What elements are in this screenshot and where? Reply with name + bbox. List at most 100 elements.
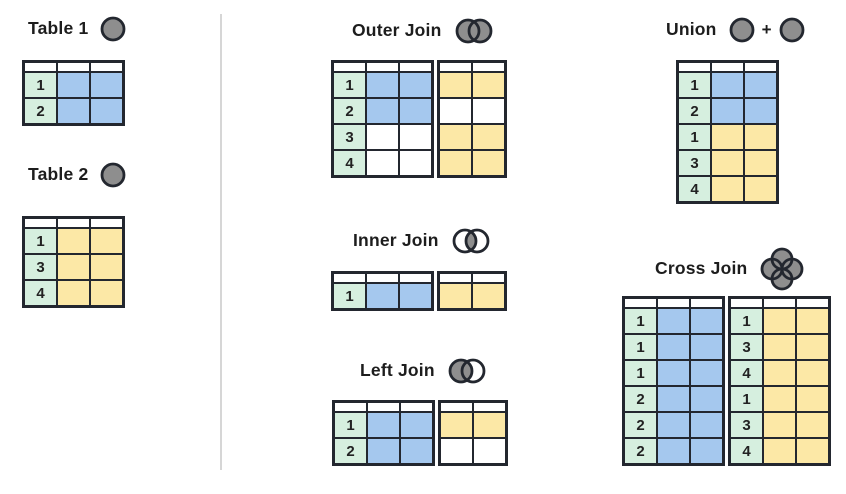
value-cell — [656, 437, 691, 466]
value-cell — [471, 123, 507, 151]
header-cell — [398, 271, 434, 284]
value-cell — [365, 123, 400, 151]
key-cell: 4 — [331, 149, 367, 178]
value-cell — [710, 123, 745, 151]
table1-heading: Table 1 — [28, 15, 127, 43]
value-cell — [89, 227, 125, 255]
value-cell — [689, 437, 725, 466]
header-cell — [472, 400, 508, 413]
key-cell: 1 — [622, 307, 658, 335]
header-cell — [471, 60, 507, 73]
header-cell — [437, 60, 473, 73]
value-cell — [689, 411, 725, 439]
header-cell — [56, 60, 91, 73]
value-cell — [365, 71, 400, 99]
value-cell — [743, 123, 779, 151]
data-grid: 1 — [331, 271, 434, 311]
key-cell: 1 — [728, 385, 764, 413]
header-cell — [366, 400, 401, 413]
four-circle-cluster-icon — [761, 247, 804, 291]
value-cell — [689, 307, 725, 335]
union-heading: Union + — [666, 16, 806, 44]
value-cell — [795, 333, 831, 361]
value-cell — [437, 71, 473, 99]
value-cell — [398, 282, 434, 311]
value-cell — [398, 149, 434, 178]
value-cell — [437, 97, 473, 125]
header-cell — [438, 400, 474, 413]
value-cell — [437, 123, 473, 151]
value-cell — [366, 437, 401, 466]
key-cell: 2 — [332, 437, 368, 466]
table2-heading: Table 2 — [28, 161, 127, 189]
value-cell — [366, 411, 401, 439]
inner-join-heading: Inner Join — [353, 227, 492, 255]
value-cell — [656, 359, 691, 387]
value-cell — [398, 71, 434, 99]
left-join-heading: Left Join — [360, 357, 488, 385]
value-cell — [365, 282, 400, 311]
value-cell — [438, 411, 474, 439]
value-cell — [56, 279, 91, 308]
key-cell: 1 — [622, 333, 658, 361]
key-cell: 1 — [331, 71, 367, 99]
inner-join-grid: 1 — [331, 271, 507, 311]
union-label: Union — [666, 19, 717, 40]
value-cell — [710, 97, 745, 125]
header-cell — [743, 60, 779, 73]
key-cell: 2 — [22, 97, 58, 126]
key-cell: 3 — [22, 253, 58, 281]
table2-label: Table 2 — [28, 164, 89, 185]
key-cell: 2 — [331, 97, 367, 125]
header-cell — [710, 60, 745, 73]
venn-both-filled-icon — [455, 18, 492, 44]
single-circle-icon — [779, 17, 805, 43]
header-cell — [762, 296, 797, 309]
key-cell: 1 — [676, 123, 712, 151]
single-circle-icon — [729, 17, 754, 43]
value-cell — [398, 123, 434, 151]
outer-join-label: Outer Join — [352, 20, 442, 41]
outer-join-heading: Outer Join — [352, 17, 495, 45]
venn-intersection-filled-icon — [452, 228, 490, 254]
table1-label: Table 1 — [28, 18, 89, 39]
header-cell — [399, 400, 435, 413]
header-cell — [689, 296, 725, 309]
value-cell — [762, 333, 797, 361]
value-cell — [710, 71, 745, 99]
key-cell: 4 — [676, 175, 712, 204]
value-cell — [743, 97, 779, 125]
key-cell: 4 — [22, 279, 58, 308]
header-cell — [437, 271, 473, 284]
cross-join-label: Cross Join — [655, 258, 748, 279]
header-cell — [89, 60, 125, 73]
value-cell — [762, 437, 797, 466]
key-cell: 1 — [676, 71, 712, 99]
single-circle-icon — [101, 162, 126, 188]
data-grid — [438, 400, 508, 466]
header-cell — [656, 296, 691, 309]
value-cell — [762, 359, 797, 387]
header-cell — [471, 271, 507, 284]
value-cell — [689, 359, 725, 387]
value-cell — [56, 253, 91, 281]
value-cell — [472, 437, 508, 466]
key-cell: 3 — [728, 333, 764, 361]
value-cell — [656, 307, 691, 335]
value-cell — [471, 149, 507, 178]
value-cell — [56, 71, 91, 99]
key-cell: 2 — [622, 411, 658, 439]
value-cell — [472, 411, 508, 439]
value-cell — [710, 149, 745, 177]
value-cell — [795, 359, 831, 387]
header-cell — [622, 296, 658, 309]
key-cell: 3 — [728, 411, 764, 439]
section-divider — [220, 14, 222, 470]
value-cell — [710, 175, 745, 204]
